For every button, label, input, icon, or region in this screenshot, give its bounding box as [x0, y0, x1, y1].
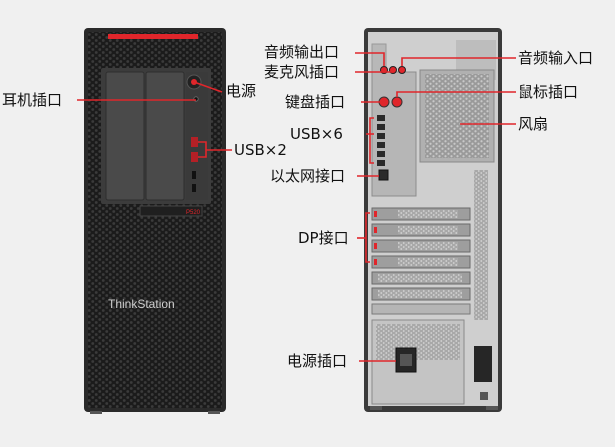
- label-audio-out: 音频输出口: [264, 43, 340, 61]
- label-fan: 风扇: [518, 115, 549, 133]
- front-usb-port-icon: [191, 152, 198, 162]
- ethernet-port-icon: [378, 169, 389, 181]
- expansion-slots: [371, 207, 471, 315]
- label-rear-usb: USB×6: [290, 125, 343, 143]
- label-mouse: 鼠标插口: [518, 83, 579, 101]
- label-power-socket: 电源插口: [287, 352, 348, 370]
- fan-grill-icon: [425, 74, 489, 158]
- label-front-usb: USB×2: [234, 141, 287, 159]
- front-usb-port-icon: [191, 137, 198, 147]
- label-mic: 麦克风插口: [264, 63, 340, 81]
- front-brand-logo: ThinkStation: [108, 297, 175, 311]
- callout-lines: [77, 52, 516, 362]
- rear-usb-port-icon: [377, 124, 385, 130]
- label-ethernet: 以太网接口: [270, 167, 346, 185]
- front-tower: P520 ThinkStation: [84, 28, 226, 414]
- label-dp: DP接口: [298, 229, 349, 247]
- label-power-button: 电源: [226, 82, 257, 100]
- rear-usb-port-icon: [377, 160, 385, 166]
- label-headphone-jack: 耳机插口: [2, 91, 63, 109]
- label-audio-in: 音频输入口: [518, 49, 594, 67]
- rear-tower: [364, 28, 502, 412]
- front-model-mark: P520: [186, 210, 201, 216]
- rear-usb-port-icon: [377, 151, 385, 157]
- label-keyboard: 键盘插口: [285, 93, 346, 111]
- power-switch-icon: [474, 346, 492, 382]
- rear-usb-port-icon: [377, 142, 385, 148]
- rear-usb-port-icon: [377, 115, 385, 121]
- rear-usb-port-icon: [377, 133, 385, 139]
- front-red-accent: [108, 34, 198, 39]
- audio-jack-icon: [398, 66, 406, 74]
- ps2-mouse-port-icon: [391, 96, 403, 108]
